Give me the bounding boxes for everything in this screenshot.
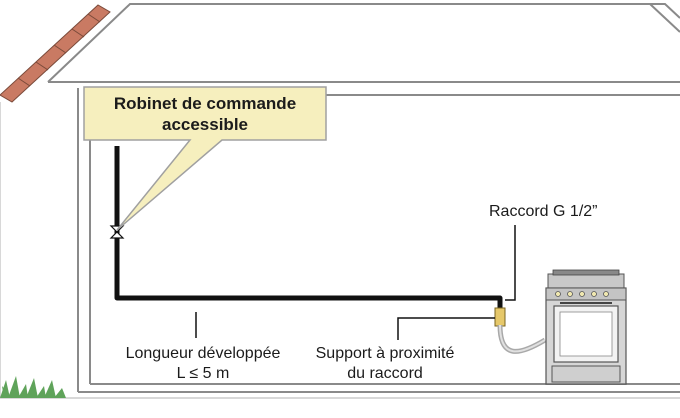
valve-label-line2: accessible: [162, 115, 248, 134]
support-label-line1: Support à proximité: [316, 345, 455, 362]
length-label-line1: Longueur développée: [126, 345, 281, 362]
fitting-leader: [505, 225, 516, 301]
valve-callout: Robinet de commande accessible: [83, 86, 327, 231]
support-label-line2: du raccord: [347, 365, 423, 382]
fitting-label: Raccord G 1/2”: [489, 203, 597, 220]
gas-stove: [545, 269, 627, 385]
roof-outline: [47, 3, 680, 83]
pipe-support-icon: [494, 307, 506, 327]
control-valve-icon: [109, 225, 125, 239]
support-leader: [397, 317, 495, 340]
roof-tiles-left: [0, 4, 111, 103]
length-label-line2: L ≤ 5 m: [177, 365, 230, 382]
grass-decoration: [0, 376, 66, 398]
valve-label-line1: Robinet de commande: [114, 94, 296, 113]
